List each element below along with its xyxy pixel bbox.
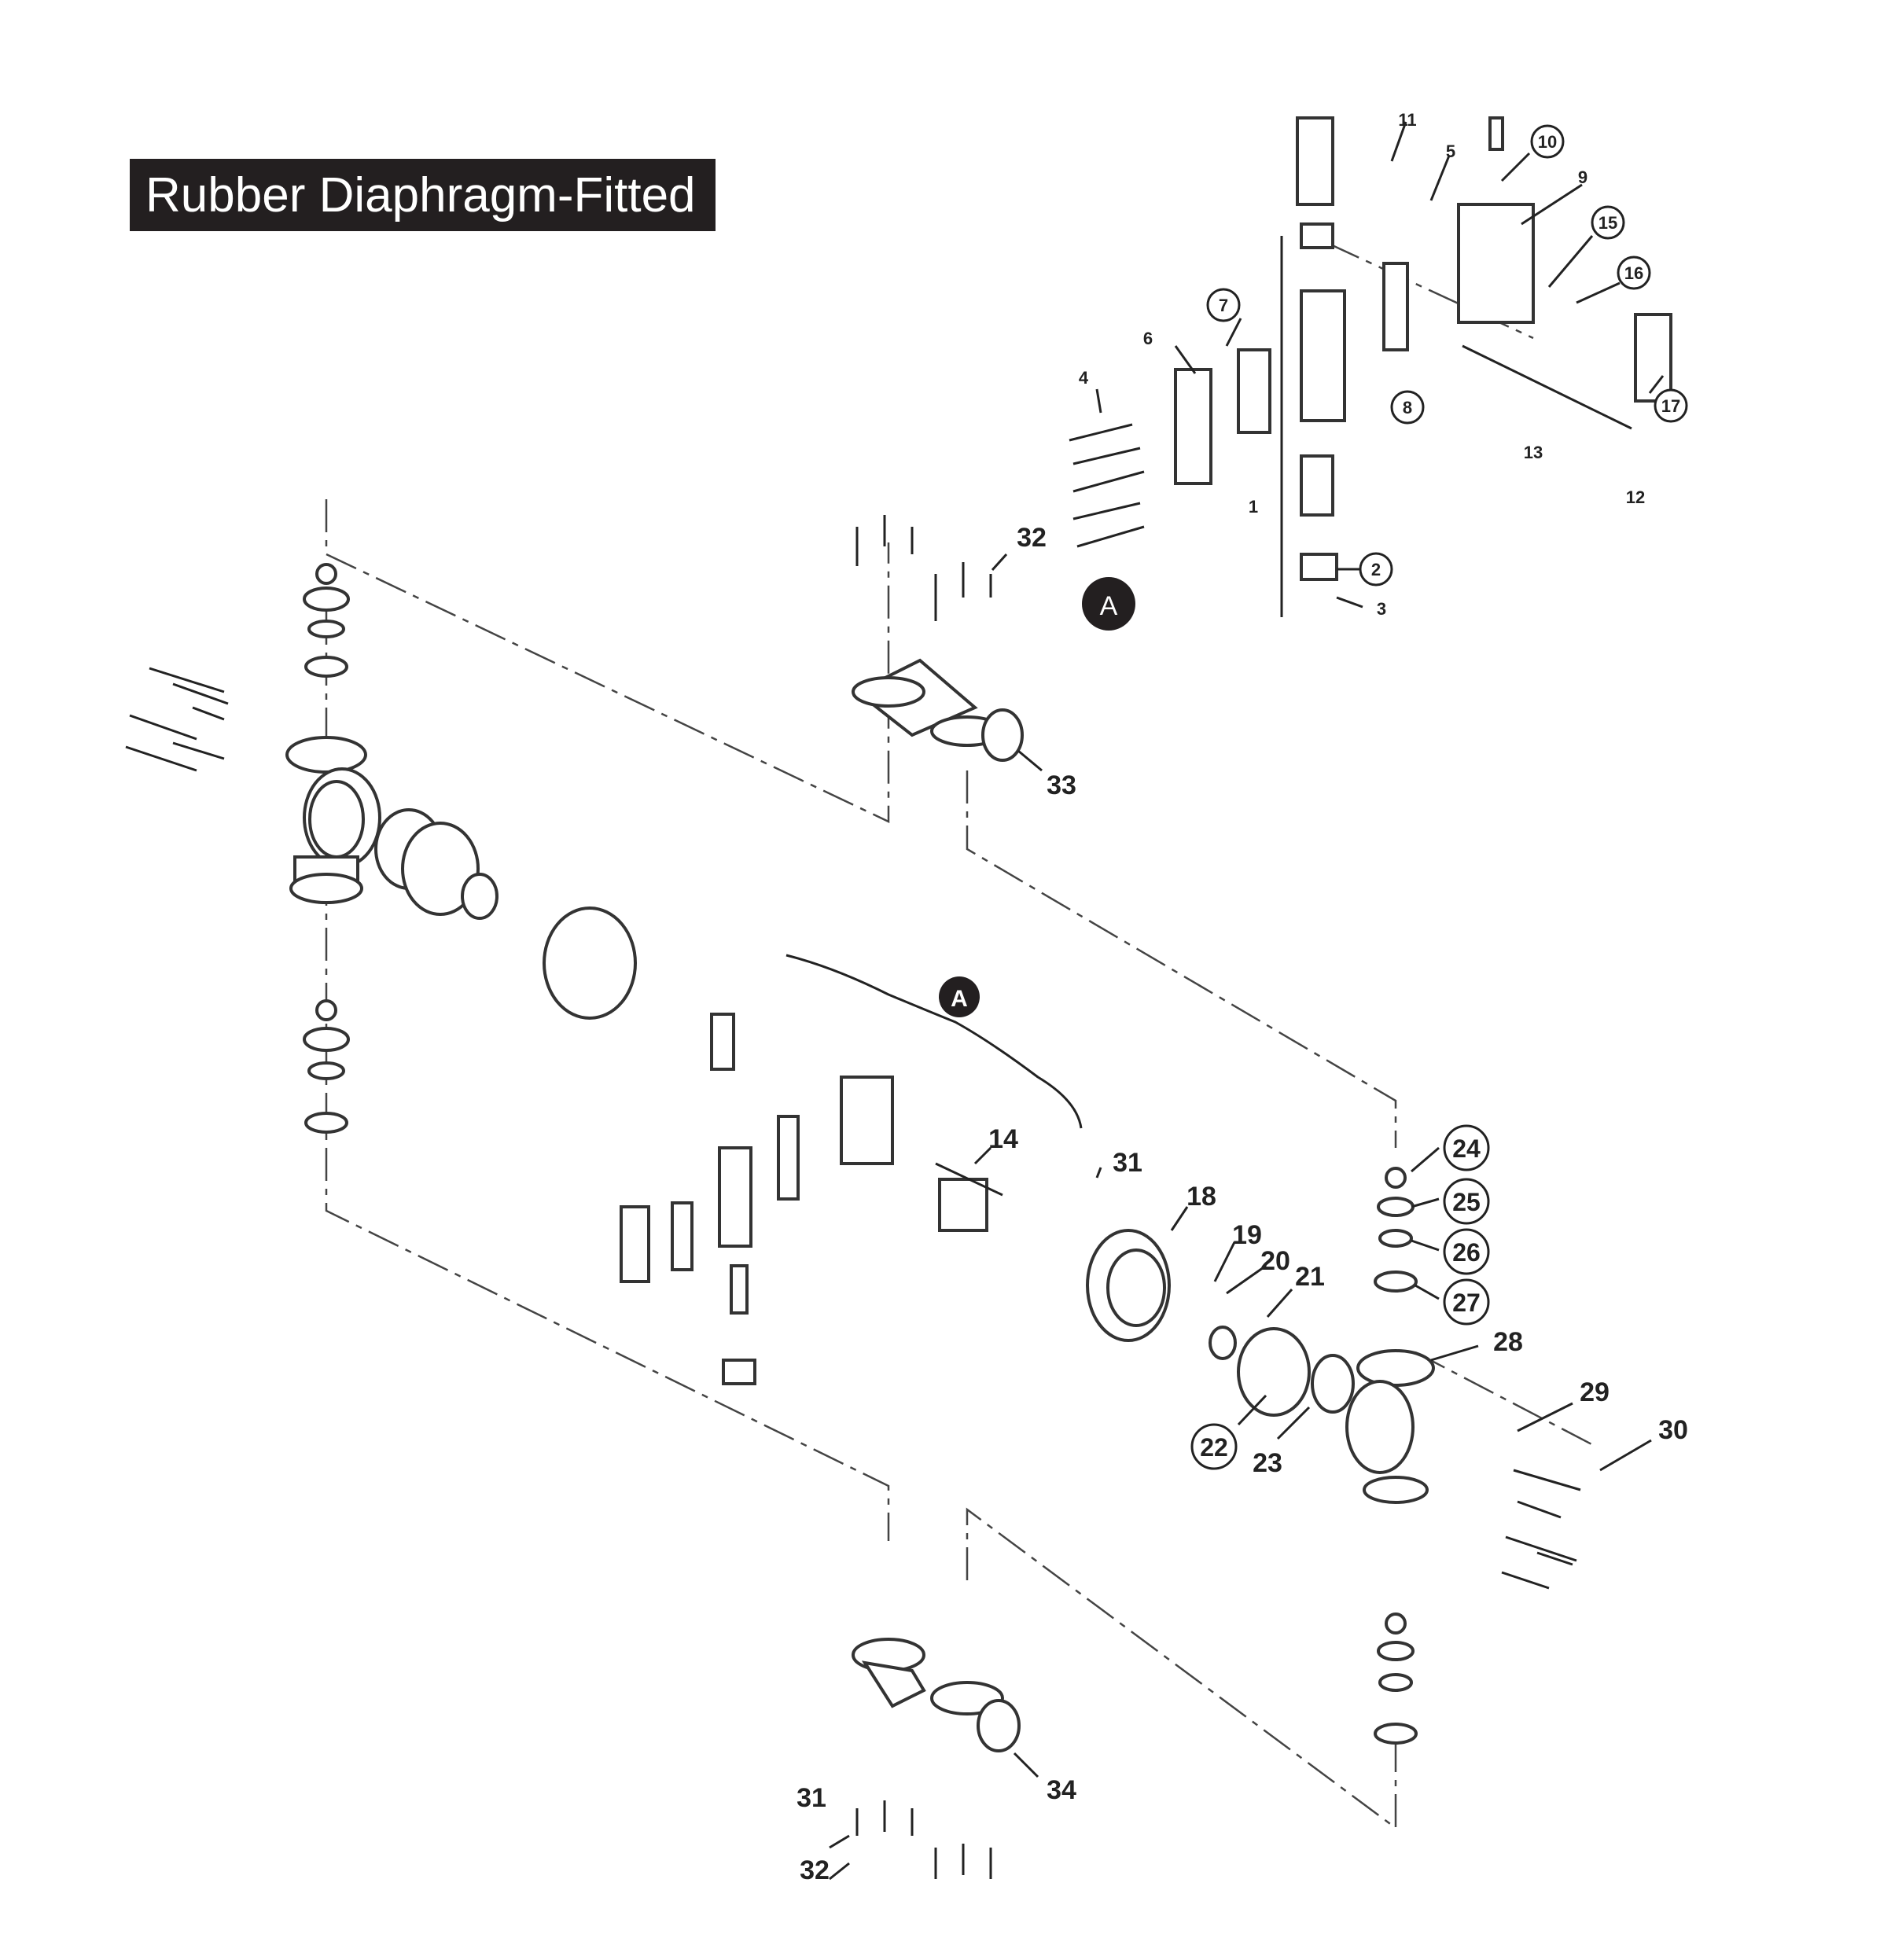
- svg-text:18: 18: [1186, 1182, 1216, 1212]
- right-air-chamber: [1086, 1229, 1355, 1417]
- leader-lines: [829, 121, 1665, 1881]
- svg-text:5: 5: [1446, 142, 1455, 161]
- svg-text:30: 30: [1658, 1415, 1688, 1445]
- svg-text:3: 3: [1377, 599, 1386, 619]
- svg-text:11: 11: [1398, 110, 1416, 130]
- svg-text:A: A: [1100, 591, 1118, 621]
- svg-text:14: 14: [988, 1124, 1018, 1154]
- section-a-bracket: [785, 954, 1083, 1129]
- svg-text:15: 15: [1599, 213, 1617, 233]
- svg-text:22: 22: [1200, 1433, 1228, 1462]
- svg-text:4: 4: [1079, 368, 1089, 388]
- svg-text:24: 24: [1452, 1134, 1481, 1163]
- svg-text:1: 1: [1249, 497, 1258, 517]
- bolts-right-chamber: [1501, 1469, 1581, 1590]
- left-diaphragm-stack: [374, 808, 637, 1020]
- discharge-manifold: [852, 658, 1024, 762]
- callout-labels: 11 5 9 4 6 1 3 13 12 32 33 14 31 18 19 2…: [797, 110, 1688, 1885]
- bolts-top-manifold: [855, 515, 992, 621]
- svg-text:17: 17: [1661, 396, 1680, 416]
- svg-text:13: 13: [1524, 443, 1543, 462]
- svg-text:10: 10: [1538, 132, 1557, 152]
- svg-text:A: A: [951, 986, 968, 1012]
- svg-text:29: 29: [1580, 1377, 1610, 1407]
- assembly-guide-lines: [325, 242, 1597, 1830]
- svg-text:2: 2: [1371, 560, 1381, 579]
- svg-text:25: 25: [1452, 1188, 1481, 1216]
- bolts-bottom-manifold: [855, 1800, 992, 1879]
- svg-text:34: 34: [1047, 1775, 1076, 1805]
- svg-text:16: 16: [1624, 263, 1643, 283]
- svg-text:32: 32: [1017, 523, 1047, 553]
- right-liquid-chamber: [1345, 1167, 1435, 1745]
- svg-text:31: 31: [797, 1783, 826, 1813]
- section-marker-a-main: A: [939, 976, 980, 1017]
- svg-text:32: 32: [800, 1855, 830, 1885]
- centre-air-valve-assembly: [620, 1013, 1003, 1385]
- left-liquid-chamber: [285, 563, 381, 1134]
- svg-text:21: 21: [1295, 1262, 1325, 1292]
- svg-text:6: 6: [1143, 329, 1153, 348]
- svg-text:28: 28: [1493, 1327, 1523, 1357]
- left-fasteners: [125, 667, 229, 772]
- svg-text:33: 33: [1047, 770, 1076, 800]
- circled-callout-labels: 10 15 16 17 7 8 2 24 25 26 27 22: [1190, 124, 1688, 1470]
- svg-text:27: 27: [1452, 1289, 1481, 1317]
- svg-text:20: 20: [1260, 1246, 1290, 1276]
- suction-manifold: [852, 1638, 1021, 1752]
- svg-text:23: 23: [1253, 1448, 1282, 1478]
- svg-text:8: 8: [1403, 398, 1412, 417]
- svg-text:7: 7: [1219, 296, 1228, 315]
- svg-text:26: 26: [1452, 1238, 1481, 1267]
- section-marker-a-top: A: [1082, 577, 1135, 631]
- svg-text:31: 31: [1113, 1148, 1142, 1178]
- svg-text:19: 19: [1232, 1220, 1262, 1250]
- diagram-title: Rubber Diaphragm-Fitted: [130, 159, 716, 231]
- svg-text:9: 9: [1578, 167, 1587, 187]
- air-valve-detail-inset: [1174, 116, 1672, 617]
- svg-text:12: 12: [1626, 487, 1645, 507]
- bolts-top-rods: [1069, 423, 1145, 548]
